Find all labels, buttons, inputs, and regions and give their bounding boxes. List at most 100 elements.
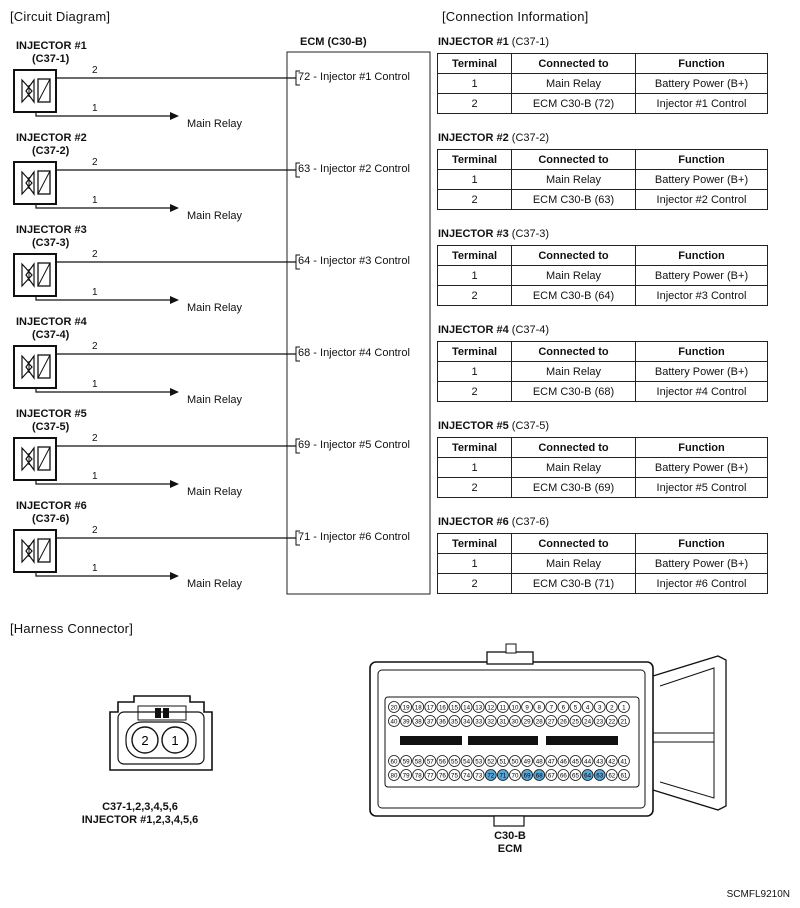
table-cell: Battery Power (B+) bbox=[635, 73, 768, 94]
connector-pin bbox=[448, 769, 461, 781]
connector-pin-label: 69 bbox=[524, 772, 531, 779]
connector-pin-label: 49 bbox=[524, 758, 531, 765]
connector-pin bbox=[400, 755, 413, 767]
connector-pin-label: 7 bbox=[550, 704, 554, 711]
connector-pin bbox=[569, 769, 582, 781]
table-cell: Injector #4 Control bbox=[635, 381, 768, 402]
table-cell: Battery Power (B+) bbox=[635, 553, 768, 574]
connector-pin bbox=[533, 715, 546, 727]
connector-pin bbox=[593, 715, 606, 727]
connector-pin bbox=[557, 701, 570, 713]
connector-pin bbox=[557, 755, 570, 767]
table-cell: Main Relay bbox=[511, 265, 636, 286]
connector-pin-label: 1 bbox=[622, 704, 626, 711]
connector-pin bbox=[484, 715, 497, 727]
connector-pin-label: 51 bbox=[499, 758, 506, 765]
arrow-icon bbox=[170, 296, 179, 304]
terminal-1-label: 1 bbox=[92, 379, 98, 390]
connector-pin bbox=[424, 769, 437, 781]
connector-pin-label: 76 bbox=[439, 772, 446, 779]
connector-pin bbox=[496, 701, 509, 713]
connector-pin-label: 71 bbox=[499, 772, 506, 779]
table-cell: ECM C30-B (68) bbox=[511, 381, 636, 402]
column-header: Function bbox=[635, 245, 768, 266]
connector-pin-label: 42 bbox=[608, 758, 615, 765]
column-header: Terminal bbox=[437, 341, 512, 362]
column-header: Function bbox=[635, 437, 768, 458]
connector-pin bbox=[509, 755, 521, 767]
connector-pin bbox=[131, 726, 159, 754]
terminal-2-label: 2 bbox=[92, 65, 98, 76]
arrow-icon bbox=[170, 388, 179, 396]
connector-pin bbox=[618, 701, 630, 713]
connector-pin-label: 1 bbox=[171, 733, 178, 748]
table-6-title: INJECTOR #6 (C37-6) bbox=[438, 516, 550, 528]
connector-pin-label: 57 bbox=[427, 758, 434, 765]
connector-pin bbox=[509, 769, 521, 781]
connector-slot bbox=[546, 736, 618, 745]
column-header: Terminal bbox=[437, 437, 512, 458]
injector-2-label: INJECTOR #2(C37-2) bbox=[16, 132, 87, 157]
connector-pin-label: 6 bbox=[562, 704, 566, 711]
connector-pin bbox=[484, 701, 497, 713]
connector-pin-label: 40 bbox=[391, 718, 398, 725]
ecm-pin-4-label: 68 - Injector #4 Control bbox=[298, 347, 410, 359]
connector-pin bbox=[496, 755, 509, 767]
figure-code: SCMFL9210N bbox=[726, 889, 790, 900]
connector-pin bbox=[436, 715, 449, 727]
connector-pin bbox=[424, 701, 437, 713]
connector-pin bbox=[388, 755, 400, 767]
connector-pin bbox=[448, 715, 461, 727]
table-cell: 2 bbox=[437, 573, 512, 594]
column-header: Function bbox=[635, 341, 768, 362]
ecm-connector-caption: C30-B ECM bbox=[494, 830, 526, 855]
connector-pin-label: 17 bbox=[427, 704, 434, 711]
connector-pin-label: 74 bbox=[463, 772, 470, 779]
connector-pin bbox=[472, 755, 485, 767]
connector-pin-label: 50 bbox=[512, 758, 519, 765]
connector-pin bbox=[581, 755, 594, 767]
connector-pin-label: 24 bbox=[584, 718, 591, 725]
column-header: Connected to bbox=[511, 437, 636, 458]
injector-4-label: INJECTOR #4(C37-4) bbox=[16, 316, 87, 341]
connector-pin-label: 28 bbox=[536, 718, 543, 725]
terminal-1-label: 1 bbox=[92, 563, 98, 574]
connector-slot bbox=[468, 736, 538, 745]
table-cell: 2 bbox=[437, 93, 512, 114]
injector-3-symbol bbox=[13, 253, 57, 297]
ecm-box bbox=[286, 51, 431, 595]
table-cell: 2 bbox=[437, 477, 512, 498]
table-cell: ECM C30-B (64) bbox=[511, 285, 636, 306]
table-1-title: INJECTOR #1 (C37-1) bbox=[438, 36, 550, 48]
main-relay-label: Main Relay bbox=[187, 118, 243, 130]
connector-pin-label: 45 bbox=[572, 758, 579, 765]
terminal-2-label: 2 bbox=[92, 525, 98, 536]
connector-pin-label: 65 bbox=[572, 772, 579, 779]
table-3-title: INJECTOR #3 (C37-3) bbox=[438, 228, 550, 240]
connector-pin bbox=[412, 715, 425, 727]
connector-pin bbox=[424, 715, 437, 727]
injector-pin-highlight bbox=[593, 769, 606, 781]
connector-pin bbox=[605, 715, 618, 727]
injector-4-symbol bbox=[13, 345, 57, 389]
table-cell: ECM C30-B (72) bbox=[511, 93, 636, 114]
table-cell: Main Relay bbox=[511, 553, 636, 574]
connector-pin bbox=[509, 715, 521, 727]
connector-pin-label: 68 bbox=[536, 772, 543, 779]
main-relay-label: Main Relay bbox=[187, 210, 243, 222]
connector-pin-label: 13 bbox=[475, 704, 482, 711]
table-cell: Injector #1 Control bbox=[635, 93, 768, 114]
connector-pin bbox=[161, 726, 189, 754]
connector-pin-label: 16 bbox=[439, 704, 446, 711]
connector-pin bbox=[618, 715, 630, 727]
